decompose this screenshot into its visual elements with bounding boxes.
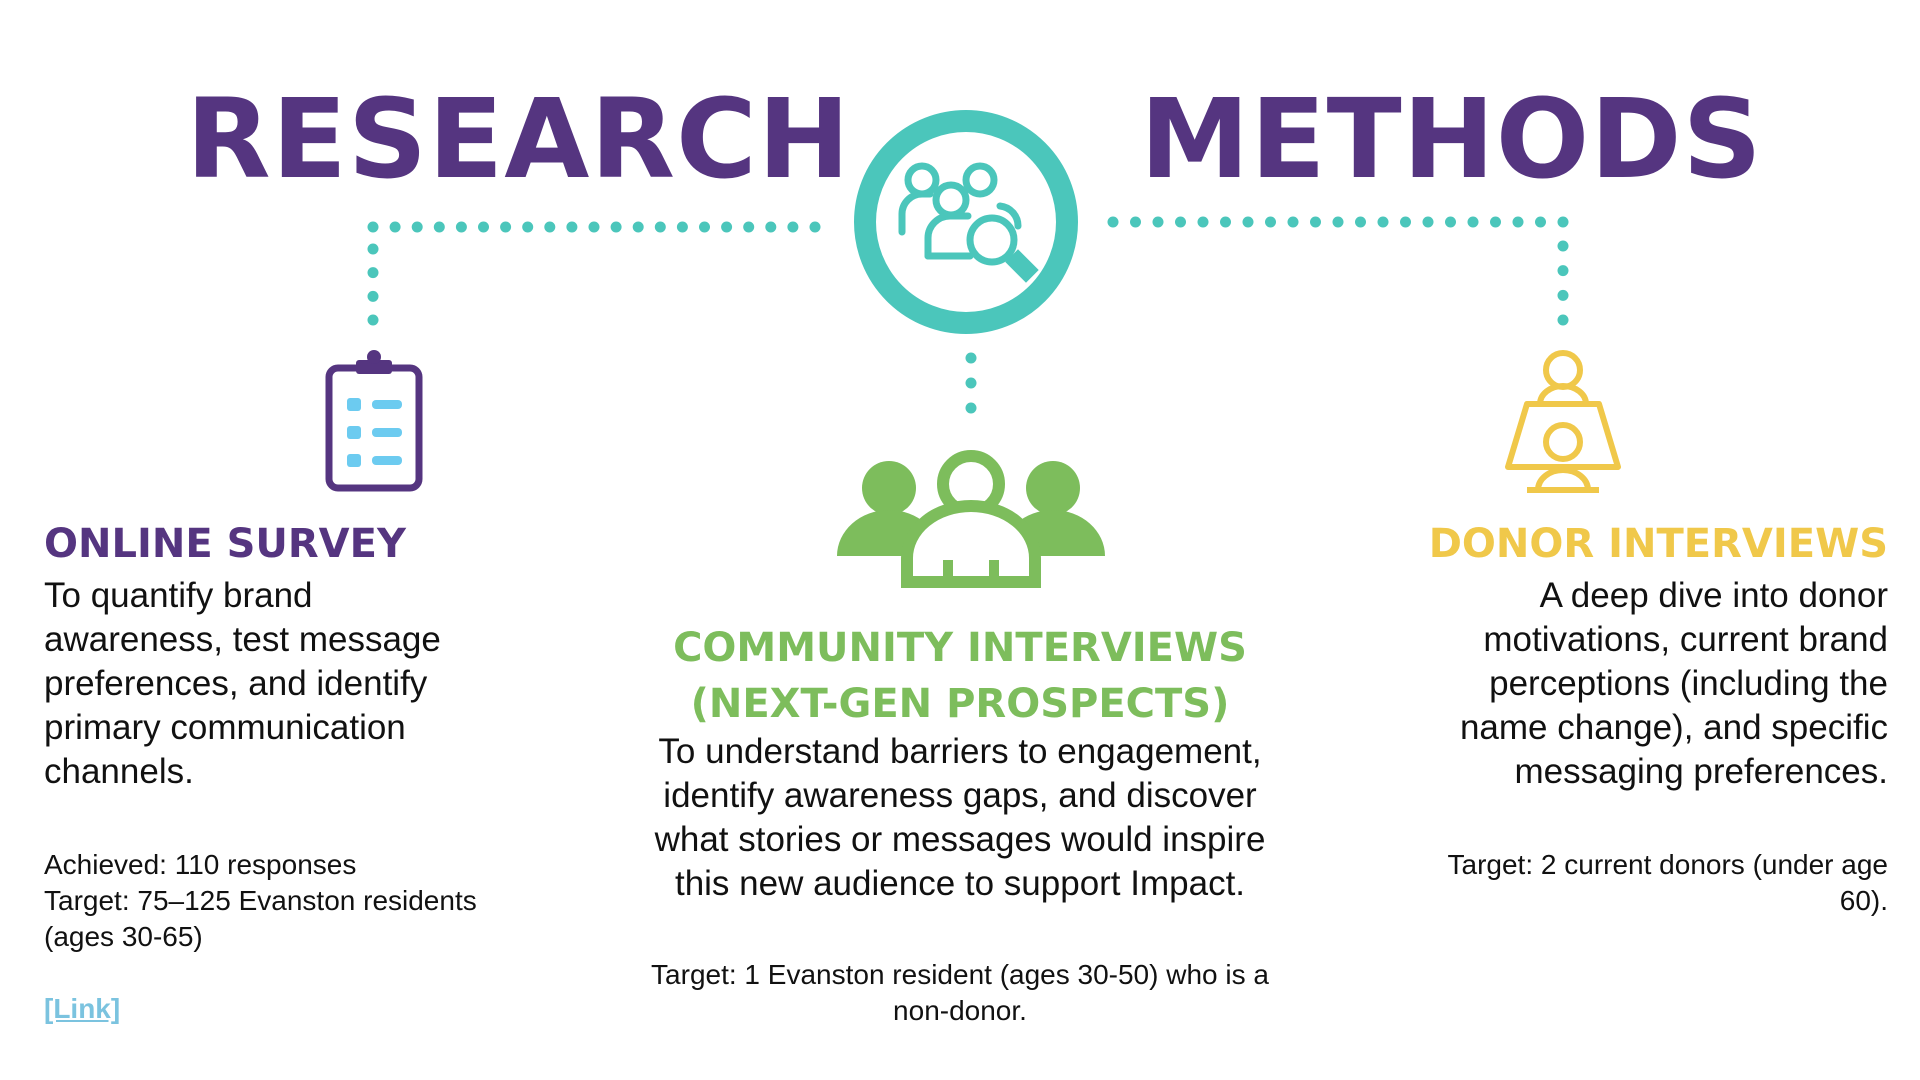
connector-dot: [1557, 265, 1569, 277]
connector-dot: [367, 267, 379, 279]
connector-dot: [1197, 216, 1209, 228]
online-survey-description: To quantify brand awareness, test messag…: [44, 576, 441, 791]
connector-dot: [1242, 216, 1254, 228]
group-people-icon: [837, 450, 1105, 588]
connector-dot: [1557, 314, 1569, 326]
title-research: RESEARCH: [186, 75, 851, 203]
connector-dot: [787, 221, 799, 233]
connector-dot: [610, 221, 622, 233]
connector-dot: [588, 221, 600, 233]
connector-dot: [1130, 216, 1141, 228]
connector-dot: [1332, 216, 1344, 228]
connector-dot: [1422, 216, 1434, 228]
connector-dot: [433, 221, 445, 233]
clipboard-checklist-icon: [325, 350, 423, 492]
community-interviews-heading: COMMUNITY INTERVIEWS (NEXT-GEN PROSPECTS…: [673, 625, 1247, 727]
online-survey-heading: ONLINE SURVEY: [44, 521, 406, 567]
connector-dot: [389, 221, 401, 233]
connector-dot: [1287, 216, 1299, 228]
connector-dot: [522, 221, 534, 233]
online-survey-details: Achieved: 110 responses Target: 75–125 E…: [44, 849, 477, 952]
connector-dot: [654, 221, 666, 233]
connector-dot: [1512, 216, 1524, 228]
community-interviews-details: Target: 1 Evanston resident (ages 30-50)…: [651, 959, 1269, 1026]
connector-dot: [1220, 216, 1231, 228]
connector-dot: [1377, 216, 1389, 228]
connector-dot: [500, 221, 512, 233]
connector-dot: [1310, 216, 1321, 228]
connector-dot: [455, 221, 467, 233]
connector-dot: [411, 221, 423, 233]
connector-dot: [1400, 216, 1411, 228]
connector-dot: [1107, 216, 1119, 228]
donor-interviews-details: Target: 2 current donors (under age 60).: [1447, 849, 1888, 916]
dotted-connectors: [367, 216, 1569, 414]
survey-link[interactable]: [Link]: [44, 993, 121, 1024]
community-interviews-description: To understand barriers to engagement, id…: [654, 732, 1266, 903]
donor-interviews-heading: DONOR INTERVIEWS: [1428, 521, 1888, 567]
connector-dot: [1557, 216, 1569, 228]
connector-dot: [676, 221, 688, 233]
connector-dot: [566, 221, 578, 233]
connector-dot: [1535, 216, 1546, 228]
people-search-icon: [854, 110, 1078, 334]
title-methods: METHODS: [1140, 75, 1763, 203]
connector-dot: [965, 377, 977, 389]
connector-dot: [632, 221, 644, 233]
connector-dot: [367, 290, 379, 302]
connector-dot: [544, 221, 556, 233]
donor-interviews-description: A deep dive into donor motivations, curr…: [1459, 576, 1888, 791]
connector-dot: [1152, 216, 1164, 228]
connector-dot: [809, 221, 821, 233]
connector-dot: [965, 352, 977, 364]
connector-dot: [367, 221, 379, 233]
connector-dot: [699, 221, 710, 233]
connector-dot: [965, 402, 977, 414]
two-people-interview-icon: [1505, 350, 1621, 493]
connector-dot: [1490, 216, 1501, 228]
connector-dot: [721, 221, 733, 233]
connector-dot: [765, 221, 777, 233]
connector-dot: [1467, 216, 1479, 228]
connector-dot: [367, 243, 379, 255]
connector-dot: [1557, 240, 1569, 252]
connector-dot: [1265, 216, 1276, 228]
connector-dot: [743, 221, 755, 233]
connector-dot: [478, 221, 489, 233]
connector-dot: [1557, 289, 1569, 301]
connector-dot: [1355, 216, 1366, 228]
connector-dot: [1445, 216, 1456, 228]
connector-dot: [1175, 216, 1186, 228]
connector-dot: [367, 314, 379, 326]
